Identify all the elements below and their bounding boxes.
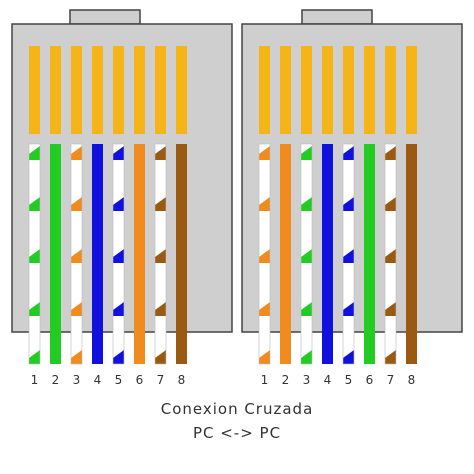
- wire-stripe: [71, 249, 82, 263]
- contact-pin-4: [322, 46, 333, 134]
- wire-stripe: [385, 350, 396, 364]
- wire-stripe: [259, 197, 270, 211]
- wire-stripe: [343, 249, 354, 263]
- wire-stripe: [29, 197, 40, 211]
- pin-number-label: 1: [261, 373, 269, 387]
- wire-stripe: [301, 197, 312, 211]
- wire-stripe: [301, 146, 312, 160]
- connector-tab: [301, 9, 373, 25]
- pin-number-label: 2: [52, 373, 60, 387]
- wire-stripe: [113, 302, 124, 316]
- contact-pin-7: [155, 46, 166, 134]
- wire-stripe: [71, 146, 82, 160]
- wire-stripe: [29, 146, 40, 160]
- wire-outline: [258, 143, 271, 365]
- wire-stripe: [343, 197, 354, 211]
- wire-outline: [28, 143, 41, 365]
- wire-outline: [70, 143, 83, 365]
- pin-number-label: 6: [136, 373, 144, 387]
- wire-stripe: [71, 197, 82, 211]
- contact-pin-2: [50, 46, 61, 134]
- pin-number-label: 3: [73, 373, 81, 387]
- wire-8: [176, 144, 187, 364]
- contact-pin-2: [280, 46, 291, 134]
- wire-outline: [112, 143, 125, 365]
- wire-stripe: [259, 249, 270, 263]
- wire-stripe: [301, 249, 312, 263]
- pin-number-label: 4: [94, 373, 102, 387]
- contact-pin-3: [71, 46, 82, 134]
- pin-number-label: 2: [282, 373, 290, 387]
- wire-stripe: [113, 350, 124, 364]
- wire-stripe: [113, 197, 124, 211]
- wire-outline: [384, 143, 397, 365]
- pin-number-label: 8: [408, 373, 416, 387]
- wire-stripe: [29, 302, 40, 316]
- wire-stripe: [385, 249, 396, 263]
- contact-pin-3: [301, 46, 312, 134]
- pin-number-label: 1: [31, 373, 39, 387]
- wire-stripe: [385, 197, 396, 211]
- wire-stripe: [301, 302, 312, 316]
- diagram-title: Conexion Cruzada: [160, 400, 314, 418]
- wire-stripe: [343, 146, 354, 160]
- wire-outline: [300, 143, 313, 365]
- contact-pin-6: [134, 46, 145, 134]
- pin-number-label: 7: [157, 373, 165, 387]
- wire-4: [92, 144, 103, 364]
- pin-number-label: 7: [387, 373, 395, 387]
- pin-number-label: 3: [303, 373, 311, 387]
- pin-number-label: 4: [324, 373, 332, 387]
- wire-stripe: [113, 146, 124, 160]
- wire-6: [134, 144, 145, 364]
- wire-2: [280, 144, 291, 364]
- pin-number-label: 8: [178, 373, 186, 387]
- wire-stripe: [29, 350, 40, 364]
- wire-stripe: [155, 249, 166, 263]
- wire-4: [322, 144, 333, 364]
- wire-stripe: [155, 197, 166, 211]
- wire-8: [406, 144, 417, 364]
- wire-stripe: [385, 146, 396, 160]
- contact-pin-4: [92, 46, 103, 134]
- wire-stripe: [259, 146, 270, 160]
- contact-pin-5: [113, 46, 124, 134]
- connector-tab: [69, 9, 141, 25]
- contact-pin-1: [29, 46, 40, 134]
- pin-number-label: 5: [345, 373, 353, 387]
- wire-stripe: [155, 350, 166, 364]
- wire-stripe: [343, 302, 354, 316]
- wire-stripe: [113, 249, 124, 263]
- pin-number-label: 6: [366, 373, 374, 387]
- contact-pin-1: [259, 46, 270, 134]
- wire-stripe: [385, 302, 396, 316]
- wire-outline: [342, 143, 355, 365]
- wire-stripe: [301, 350, 312, 364]
- contact-pin-6: [364, 46, 375, 134]
- contact-pin-8: [176, 46, 187, 134]
- diagram-subtitle: PC <-> PC: [192, 424, 282, 442]
- wire-stripe: [259, 350, 270, 364]
- wire-stripe: [259, 302, 270, 316]
- wire-stripe: [29, 249, 40, 263]
- contact-pin-5: [343, 46, 354, 134]
- pin-number-label: 5: [115, 373, 123, 387]
- wire-stripe: [155, 302, 166, 316]
- wire-2: [50, 144, 61, 364]
- wire-stripe: [71, 350, 82, 364]
- contact-pin-8: [406, 46, 417, 134]
- wire-6: [364, 144, 375, 364]
- wire-outline: [154, 143, 167, 365]
- wire-stripe: [155, 146, 166, 160]
- wire-stripe: [71, 302, 82, 316]
- contact-pin-7: [385, 46, 396, 134]
- wire-stripe: [343, 350, 354, 364]
